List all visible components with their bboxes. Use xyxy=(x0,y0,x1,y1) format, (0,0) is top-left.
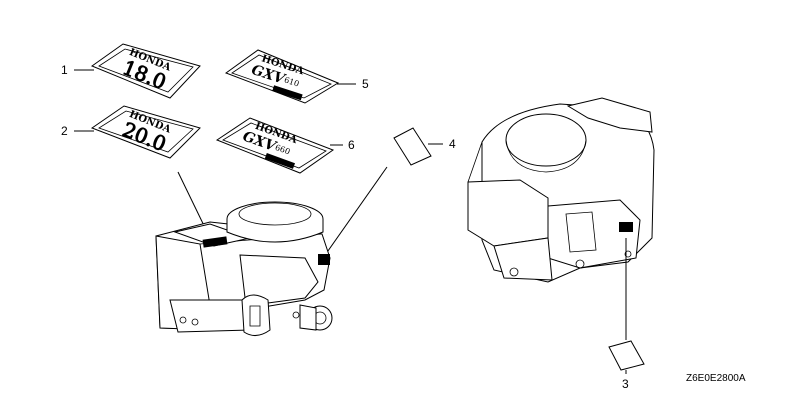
callout-6: 6 xyxy=(348,138,355,152)
engine-right xyxy=(467,97,655,283)
drawing-code: Z6E0E2800A xyxy=(686,373,746,384)
decal-6-emblem[interactable]: HONDA GXV 660 xyxy=(215,117,335,174)
label-4-plate[interactable] xyxy=(393,127,432,166)
callout-4: 4 xyxy=(449,137,456,151)
decal-5-emblem[interactable]: HONDA GXV 610 xyxy=(224,49,340,104)
decal-5-suffix: 610 xyxy=(283,75,300,88)
leader-line-4-to-engine xyxy=(322,166,388,259)
label-3-plate[interactable] xyxy=(608,340,645,371)
callout-1: 1 xyxy=(61,63,68,77)
callout-5: 5 xyxy=(362,77,369,91)
engine-left xyxy=(155,201,333,336)
callout-3: 3 xyxy=(622,377,629,391)
callout-2: 2 xyxy=(61,124,68,138)
decal-1-emblem[interactable]: HONDA 18.0 xyxy=(90,43,201,99)
decal-2-emblem[interactable]: HONDA 20.0 xyxy=(90,105,201,159)
